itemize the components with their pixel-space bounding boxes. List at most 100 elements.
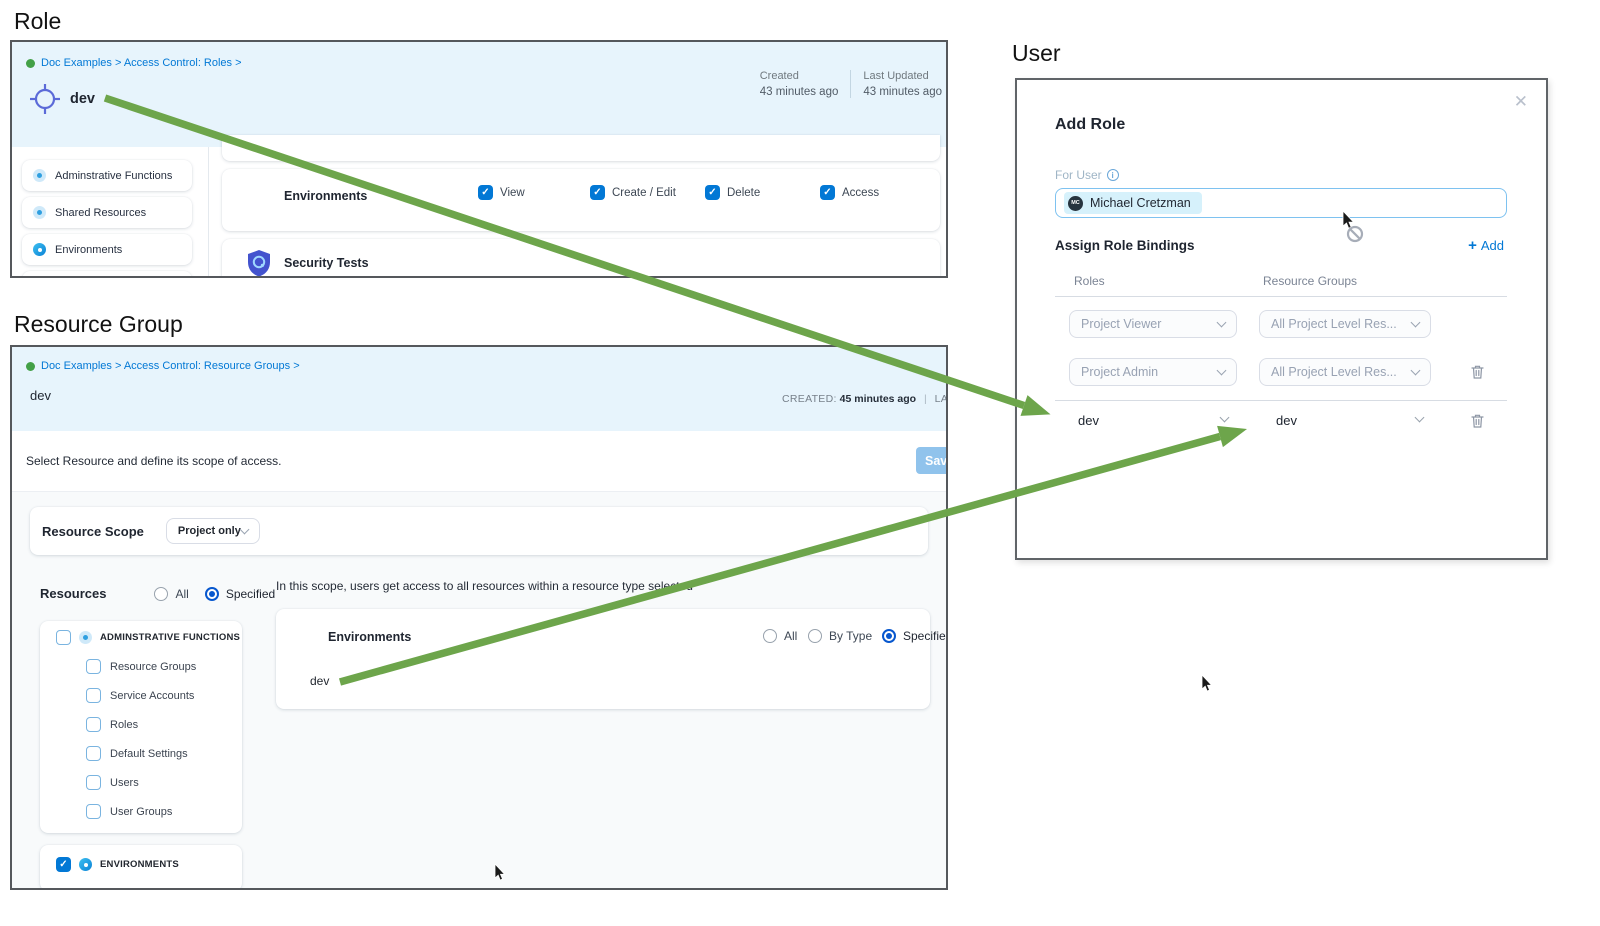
checkbox-checked-icon[interactable] [590, 185, 605, 200]
resource-scope-value: Project only [177, 525, 241, 537]
tree-item-user-groups[interactable]: User Groups [86, 804, 172, 819]
sidebar-divider [208, 147, 209, 276]
tree-item-resource-groups[interactable]: Resource Groups [86, 659, 196, 674]
checkbox-unchecked-icon[interactable] [86, 804, 101, 819]
user-chip[interactable]: MC Michael Cretzman [1064, 192, 1202, 214]
rg-created-label: CREATED: [782, 393, 837, 405]
project-dot-icon [26, 361, 35, 371]
role-header: Doc Examples > Access Control: Roles > d… [12, 42, 946, 147]
close-icon[interactable]: ✕ [1513, 92, 1528, 111]
checkbox-unchecked-icon[interactable] [86, 775, 101, 790]
updated-value: 43 minutes ago [863, 86, 942, 98]
divider [1055, 400, 1507, 401]
chevron-down-icon[interactable] [1219, 412, 1230, 423]
assign-role-bindings-heading: Assign Role Bindings [1055, 238, 1195, 253]
cursor [1201, 675, 1213, 692]
rg-title: dev [30, 388, 51, 403]
permission-checkbox-create-edit[interactable]: Create / Edit [590, 185, 676, 200]
radio-selected-icon[interactable] [204, 586, 219, 601]
permission-checkbox-access[interactable]: Access [820, 185, 879, 200]
select-value: Project Admin [1081, 365, 1159, 379]
environments-icon [79, 858, 92, 871]
resources-radio-all[interactable]: All [154, 586, 189, 601]
rg-select-all-project-level-1[interactable]: All Project Level Res... [1259, 310, 1431, 338]
radio-selected-icon[interactable] [882, 629, 896, 643]
permission-checkbox-delete[interactable]: Delete [705, 185, 760, 200]
permission-card-security-tests: Security Tests [222, 239, 940, 276]
env-radio-all[interactable]: All [763, 629, 797, 643]
chevron-down-icon[interactable] [1414, 412, 1425, 423]
role-select-dev[interactable]: dev [1078, 413, 1099, 428]
for-user-label: For User [1055, 168, 1102, 182]
checkbox-unchecked-icon[interactable] [86, 717, 101, 732]
add-binding-button[interactable]: + Add [1468, 237, 1504, 254]
tree-item-default-settings[interactable]: Default Settings [86, 746, 188, 761]
tree-group-adminstrative[interactable]: ADMINSTRATIVE FUNCTIONS [56, 630, 240, 645]
checkbox-unchecked-icon[interactable] [86, 659, 101, 674]
radio-label: Specified [225, 586, 276, 601]
checkbox-checked-icon[interactable] [820, 185, 835, 200]
rg-select-dev[interactable]: dev [1276, 413, 1297, 428]
trash-icon[interactable] [1470, 413, 1485, 429]
resource-scope-dropdown[interactable]: Project only [165, 518, 260, 544]
sidebar-item-shared-resources[interactable]: Shared Resources [22, 197, 192, 228]
env-radio-by-type[interactable]: By Type [808, 629, 872, 643]
checkbox-checked-icon[interactable] [56, 857, 71, 872]
tree-group-label: ADMINSTRATIVE FUNCTIONS [100, 632, 241, 643]
chevron-down-icon [1410, 317, 1421, 327]
modal-title: Add Role [1055, 116, 1126, 133]
tree-item-roles[interactable]: Roles [86, 717, 138, 732]
role-target-icon [30, 84, 60, 114]
env-scope-value: dev [310, 674, 330, 688]
checkbox-unchecked-icon[interactable] [86, 746, 101, 761]
role-breadcrumb[interactable]: Doc Examples > Access Control: Roles > [26, 57, 242, 69]
scope-note: In this scope, users get access to all r… [276, 579, 693, 593]
checkbox-unchecked-icon[interactable] [56, 630, 71, 645]
plus-icon: + [1468, 237, 1477, 254]
for-user-row: For User i [1055, 168, 1119, 182]
info-icon[interactable]: i [1106, 169, 1119, 181]
tree-group-environments[interactable]: ENVIRONMENTS [56, 857, 179, 872]
rg-breadcrumb[interactable]: Doc Examples > Access Control: Resource … [26, 360, 300, 372]
sidebar-item-environments[interactable]: Environments [22, 234, 192, 265]
checkbox-checked-icon[interactable] [705, 185, 720, 200]
resource-tree-card: ADMINSTRATIVE FUNCTIONS Resource Groups … [40, 621, 242, 833]
checkbox-checked-icon[interactable] [478, 185, 493, 200]
role-select-project-viewer[interactable]: Project Viewer [1069, 310, 1237, 338]
radio-icon[interactable] [808, 629, 822, 643]
permission-checkbox-view[interactable]: View [478, 185, 525, 200]
meta-divider [850, 70, 852, 98]
resources-radio-specified[interactable]: Specified [204, 586, 276, 601]
checkbox-unchecked-icon[interactable] [86, 688, 101, 703]
select-value: Project Viewer [1081, 317, 1162, 331]
radio-icon[interactable] [154, 586, 169, 601]
divider [1055, 296, 1507, 297]
checkbox-label: View [500, 186, 525, 199]
sidebar-item-label: Environments [55, 243, 123, 256]
tree-group-label: ENVIRONMENTS [100, 859, 179, 870]
env-radio-specified[interactable]: Specified [882, 629, 946, 643]
sidebar-item-label: Shared Resources [55, 206, 147, 219]
adminstrative-functions-icon [33, 169, 46, 182]
rg-select-all-project-level-2[interactable]: All Project Level Res... [1259, 358, 1431, 386]
save-button[interactable]: Sav [916, 447, 946, 474]
sidebar-item-adminstrative-functions[interactable]: Adminstrative Functions [22, 160, 192, 191]
for-user-input[interactable]: MC Michael Cretzman [1055, 188, 1507, 218]
adminstrative-functions-icon [79, 631, 92, 644]
tree-item-users[interactable]: Users [86, 775, 139, 790]
breadcrumb-text[interactable]: Doc Examples > Access Control: Resource … [41, 360, 300, 372]
role-section-title: Role [14, 8, 62, 34]
role-select-project-admin[interactable]: Project Admin [1069, 358, 1237, 386]
rg-meta-separator: | [924, 393, 927, 405]
env-scope-card: Environments All By Type Specified dev [276, 609, 946, 709]
trash-icon[interactable] [1470, 364, 1485, 380]
resource-group-panel: Doc Examples > Access Control: Resource … [10, 345, 948, 890]
env-scope-label: Environments [328, 630, 412, 644]
sidebar-item-label: Adminstrative Functions [55, 169, 173, 182]
tree-item-label: Resource Groups [110, 660, 197, 673]
radio-icon[interactable] [763, 629, 777, 643]
breadcrumb-text[interactable]: Doc Examples > Access Control: Roles > [41, 57, 242, 69]
created-value: 43 minutes ago [759, 86, 839, 98]
chevron-down-icon [1216, 365, 1227, 375]
tree-item-service-accounts[interactable]: Service Accounts [86, 688, 194, 703]
